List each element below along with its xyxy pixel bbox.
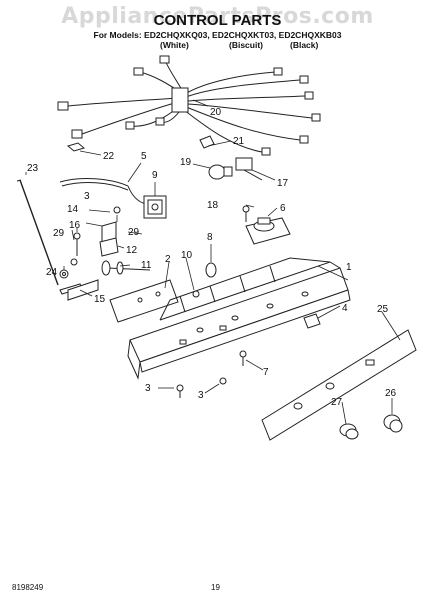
screw-7 — [239, 350, 247, 366]
callout-8: 8 — [207, 232, 213, 243]
clip-21 — [199, 135, 215, 149]
callout-12: 12 — [126, 245, 138, 256]
models-line: For Models: ED2CHQXKQ03, ED2CHQXKT03, ED… — [93, 30, 342, 40]
callout-3-bottom-right: 3 — [198, 390, 204, 401]
leader-lines — [25, 99, 401, 425]
shaft-11 — [101, 260, 151, 276]
callout-20: 20 — [210, 107, 222, 118]
callout-3-bottom-left: 3 — [145, 383, 151, 394]
knob-27 — [339, 423, 359, 440]
callout-1: 1 — [346, 262, 352, 273]
callout-2: 2 — [165, 254, 171, 265]
control-box — [245, 217, 291, 245]
callout-24: 24 — [46, 267, 58, 278]
callout-17: 17 — [277, 178, 289, 189]
screw-18 — [242, 205, 250, 222]
callout-numbers: 20 21 22 5 19 17 9 23 3 18 6 14 16 8 29 … — [27, 107, 397, 408]
callout-18: 18 — [207, 200, 219, 211]
rod-part — [16, 179, 59, 286]
callout-21: 21 — [233, 136, 245, 147]
tube-part — [59, 178, 129, 191]
document-number: 8198249 — [12, 583, 44, 592]
callout-29-right: 29 — [128, 227, 140, 238]
wire-harness — [57, 55, 321, 156]
control-panel — [261, 329, 417, 441]
callout-14: 14 — [67, 204, 79, 215]
callout-23: 23 — [27, 163, 39, 174]
variant-biscuit: (Biscuit) — [229, 40, 263, 50]
callout-11: 11 — [141, 260, 152, 271]
callout-26: 26 — [385, 388, 397, 399]
bracket-15 — [67, 279, 99, 301]
control-housing — [127, 257, 351, 380]
switch-12 — [99, 237, 119, 257]
callout-29-left: 29 — [53, 228, 65, 239]
callout-27: 27 — [331, 397, 343, 408]
callout-9: 9 — [152, 170, 158, 181]
page-number: 19 — [211, 583, 220, 592]
callout-15: 15 — [94, 294, 106, 305]
variant-white: (White) — [160, 40, 189, 50]
callout-6: 6 — [280, 203, 286, 214]
callout-19: 19 — [180, 157, 192, 168]
callout-22: 22 — [103, 151, 115, 162]
callout-7: 7 — [263, 367, 269, 378]
thermostat — [127, 185, 167, 219]
callout-16: 16 — [69, 220, 81, 231]
callout-3-top: 3 — [84, 191, 90, 202]
watermark: AppliancePartsPros.com — [61, 4, 374, 29]
screws-3 — [113, 206, 227, 398]
callout-10: 10 — [181, 250, 193, 261]
small-hardware — [59, 232, 83, 295]
lamp-bulb — [208, 164, 233, 180]
knob-26 — [383, 414, 403, 433]
grommet-8 — [205, 262, 217, 278]
mounting-plate — [109, 279, 179, 323]
variant-black: (Black) — [290, 40, 319, 50]
callout-5: 5 — [141, 151, 147, 162]
page-title: CONTROL PARTS — [153, 12, 282, 29]
callout-25: 25 — [377, 304, 389, 315]
bracket-4 — [303, 313, 321, 329]
clip-part — [66, 142, 86, 152]
callout-4: 4 — [342, 303, 348, 314]
lamp-socket — [235, 157, 263, 181]
